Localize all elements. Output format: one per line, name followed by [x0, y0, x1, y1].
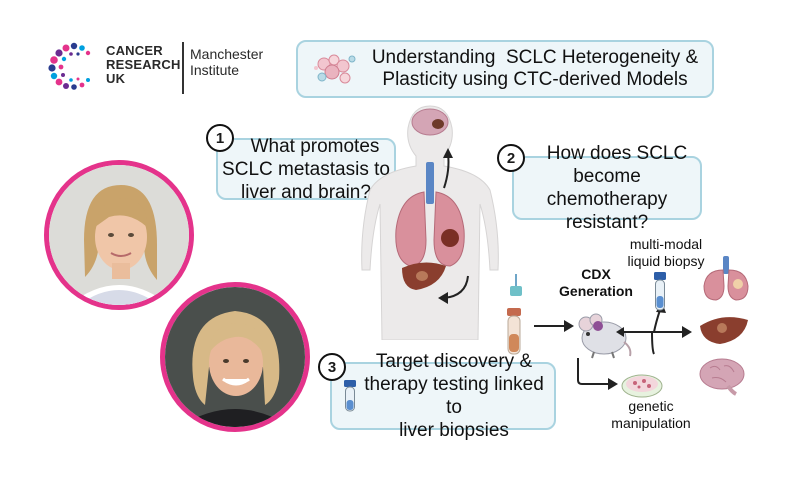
cdx-line-1: CDX — [581, 266, 611, 282]
petri-dish-icon — [621, 374, 663, 398]
person-portrait-icon — [165, 287, 305, 427]
question-1-line-3: liver and brain? — [241, 181, 371, 203]
person-portrait-icon — [49, 165, 189, 305]
liver-icon — [700, 317, 748, 344]
portrait-1 — [44, 160, 194, 310]
question-3-line-1: Target discovery & — [375, 351, 533, 372]
portrait-2 — [160, 282, 310, 432]
cdx-generation-label: CDX Generation — [556, 266, 636, 300]
title-line-2: Plasticity using CTC-derived Models — [382, 69, 688, 90]
human-body-illustration — [361, 105, 499, 340]
brain-icon — [699, 358, 745, 396]
question-3-number: 3 — [318, 353, 346, 381]
blood-sample-tube-icon — [507, 274, 522, 355]
question-1-box: What promotes SCLC metastasis to liver a… — [216, 136, 396, 203]
question-2-line-2: become chemotherapy — [546, 166, 668, 210]
arrow-right-icon — [534, 320, 574, 332]
blood-tube-icon — [344, 380, 356, 412]
question-2-number: 2 — [497, 144, 525, 172]
cruk-dots-icon — [48, 42, 91, 90]
question-1-line-2: SCLC metastasis to — [222, 158, 390, 180]
question-3-box: Target discovery & therapy testing linke… — [330, 351, 556, 441]
biopsy-tube-icon — [654, 272, 666, 311]
liquid-biopsy-label: multi-modal liquid biopsy — [616, 236, 716, 270]
logo-line-2: RESEARCH — [106, 57, 181, 72]
question-1-line-1: What promotes — [250, 135, 380, 157]
institute-line-2: Institute — [190, 62, 240, 78]
genetic-manipulation-label: genetic manipulation — [596, 398, 706, 432]
question-2-box: How does SCLC become chemotherapy resist… — [512, 143, 702, 233]
logo-divider — [182, 42, 184, 94]
cruk-wordmark: CANCER RESEARCH UK — [106, 44, 181, 86]
question-3-line-3: liver biopsies — [399, 420, 509, 441]
question-1-number: 1 — [206, 124, 234, 152]
question-2-line-3: resistant? — [565, 212, 649, 233]
mouse-icon — [578, 313, 632, 359]
title-text: Understanding SCLC Heterogeneity & Plast… — [372, 47, 698, 91]
question-2-text: How does SCLC become chemotherapy resist… — [514, 142, 700, 234]
institute-name: Manchester Institute — [190, 46, 263, 78]
liquid-line-1: multi-modal — [629, 236, 703, 252]
question-2-line-1: How does SCLC — [546, 143, 688, 164]
logo-line-3: UK — [106, 71, 126, 86]
cdx-line-2: Generation — [559, 283, 633, 299]
title-line-1: Understanding SCLC Heterogeneity & — [371, 47, 699, 68]
question-3-text: Target discovery & therapy testing linke… — [354, 350, 554, 442]
lungs-icon — [703, 256, 749, 301]
genetic-line-1: genetic — [628, 398, 674, 414]
question-3-line-2: therapy testing linked to — [364, 374, 544, 418]
genetic-line-2: manipulation — [611, 415, 691, 431]
title-box: Understanding SCLC Heterogeneity & Plast… — [296, 40, 714, 98]
question-1-text: What promotes SCLC metastasis to liver a… — [222, 135, 390, 204]
logo-line-1: CANCER — [106, 43, 163, 58]
liquid-line-2: liquid biopsy — [627, 253, 705, 269]
cruk-logo — [44, 40, 104, 92]
institute-line-1: Manchester — [190, 46, 264, 62]
cell-cluster-icon — [314, 54, 356, 84]
